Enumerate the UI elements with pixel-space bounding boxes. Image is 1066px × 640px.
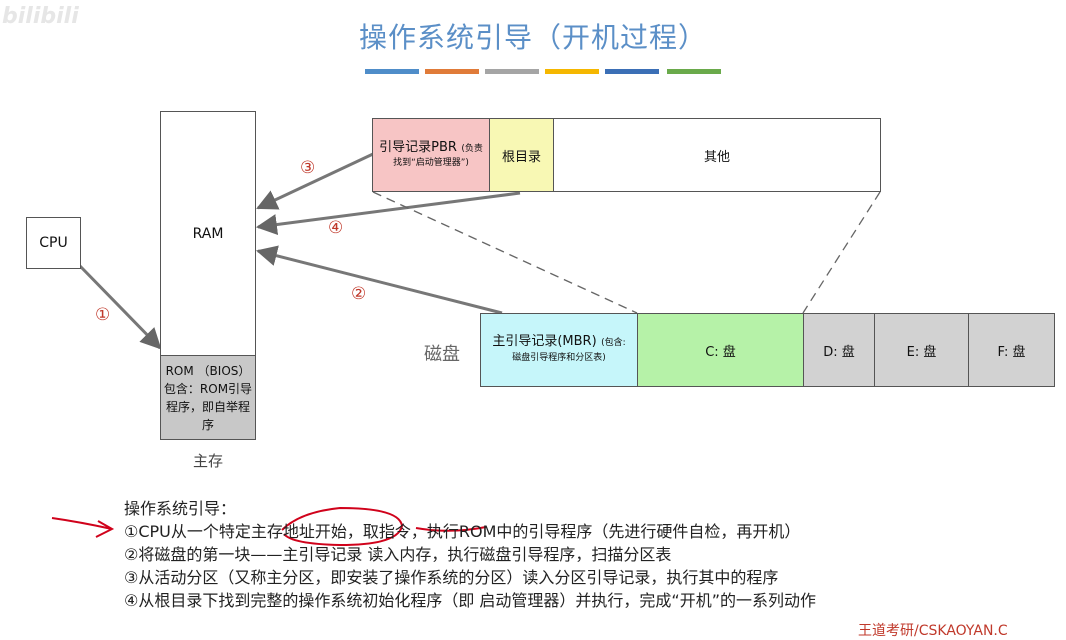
root-dir-box: 根目录 (489, 118, 554, 192)
ram-box: RAM (160, 111, 256, 356)
red-underline-fetch (415, 526, 487, 532)
pbr-note2: 找到“启动管理器”) (393, 158, 469, 168)
color-bar-5 (605, 69, 659, 74)
partition-c-box: C: 盘 (637, 313, 804, 387)
color-bar-6 (667, 69, 721, 74)
rom-line3: 程序，即自举程 (165, 399, 250, 414)
color-bar-3 (485, 69, 539, 74)
notes-heading: 操作系统引导： (124, 499, 237, 518)
notes-line3: ③从活动分区（又称主分区，即安装了操作系统的分区）读入分区引导记录，执行其中的程… (124, 568, 779, 587)
partition-e-box: E: 盘 (874, 313, 969, 387)
dashed-projection-left (372, 191, 638, 314)
pbr-box: 引导记录PBR (负责 找到“启动管理器”) (372, 118, 490, 192)
other-label: 其他 (703, 149, 730, 165)
partition-c-label: C: 盘 (705, 344, 736, 360)
arrow-step3 (256, 152, 374, 210)
bilibili-watermark: bilibili (2, 4, 79, 29)
cpu-label: CPU (39, 235, 68, 251)
mbr-label: 主引导记录(MBR) (492, 334, 597, 349)
disk-caption: 磁盘 (424, 344, 460, 365)
color-bar-1 (365, 69, 419, 74)
arrow-step4 (255, 191, 521, 235)
partition-f-box: F: 盘 (968, 313, 1055, 387)
notes-line1: ①CPU从一个特定主存地址开始，取指令，执行ROM中的引导程序（先进行硬件自检，… (124, 522, 801, 541)
partition-f-label: F: 盘 (997, 344, 1026, 360)
rom-line1: ROM （BIOS） (165, 363, 251, 378)
notes-line2: ②将磁盘的第一块——主引导记录 读入内存，执行磁盘引导程序，扫描分区表 (124, 545, 672, 564)
notes-block: 操作系统引导： ①CPU从一个特定主存地址开始，取指令，执行ROM中的引导程序（… (124, 497, 816, 612)
memory-caption: 主存 (192, 452, 223, 470)
step2-marker: ② (351, 284, 367, 304)
red-circle-address (281, 506, 404, 547)
notes-line4: ④从根目录下找到完整的操作系统初始化程序（即 启动管理器）并执行，完成“开机”的… (124, 591, 817, 610)
mbr-box: 主引导记录(MBR) (包含: 磁盘引导程序和分区表) (480, 313, 638, 387)
arrow-step2 (255, 245, 503, 315)
step4-marker: ④ (328, 218, 344, 238)
root-dir-label: 根目录 (501, 149, 541, 165)
rom-line2: 包含：ROM引导 (163, 381, 253, 396)
dashed-projection-right (802, 191, 881, 314)
rom-box: ROM （BIOS） 包含：ROM引导 程序，即自举程 序 (160, 355, 256, 440)
pbr-label: 引导记录PBR (379, 140, 457, 155)
pbr-note1: (负责 (461, 144, 483, 154)
step1-marker: ① (95, 305, 111, 325)
arrow-step1 (78, 264, 162, 350)
other-box: 其他 (553, 118, 881, 192)
footer-brand: 王道考研/CSKAOYAN.C (858, 623, 1008, 639)
partition-d-label: D: 盘 (823, 344, 855, 360)
ram-label: RAM (192, 225, 224, 242)
color-bar-2 (425, 69, 479, 74)
page-title: 操作系统引导（开机过程） (358, 21, 707, 54)
red-arrow-mark (51, 517, 115, 538)
partition-d-box: D: 盘 (803, 313, 875, 387)
step3-marker: ③ (300, 158, 316, 178)
color-bar-4 (545, 69, 599, 74)
mbr-note1: (包含: (601, 338, 626, 348)
mbr-note2: 磁盘引导程序和分区表) (512, 353, 606, 363)
partition-e-label: E: 盘 (906, 344, 937, 360)
rom-line4: 序 (201, 417, 214, 432)
cpu-box: CPU (26, 217, 81, 269)
